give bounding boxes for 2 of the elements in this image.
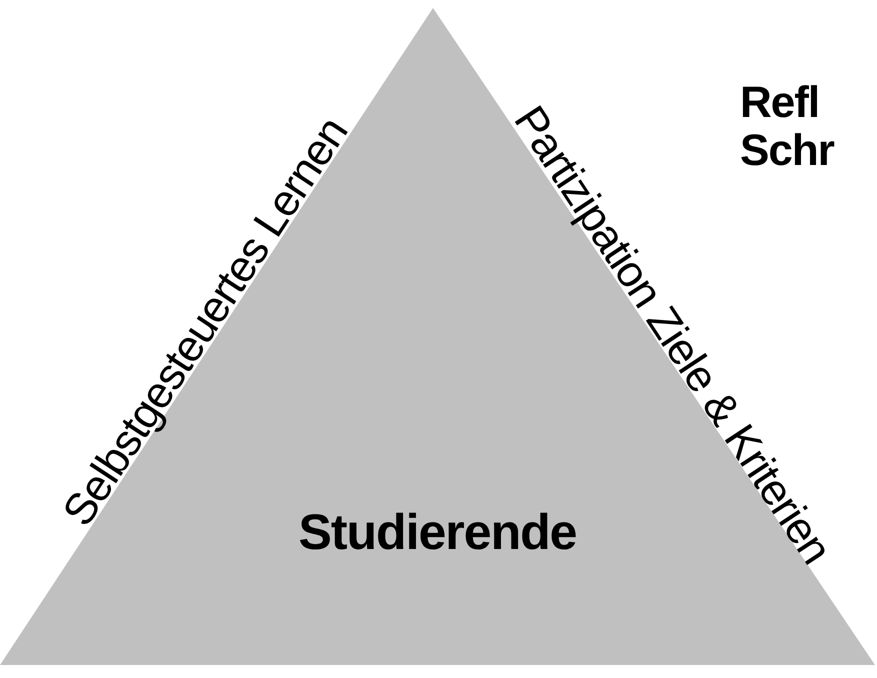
heading-text: Schr <box>740 126 834 176</box>
heading-text: Refl <box>740 78 820 128</box>
